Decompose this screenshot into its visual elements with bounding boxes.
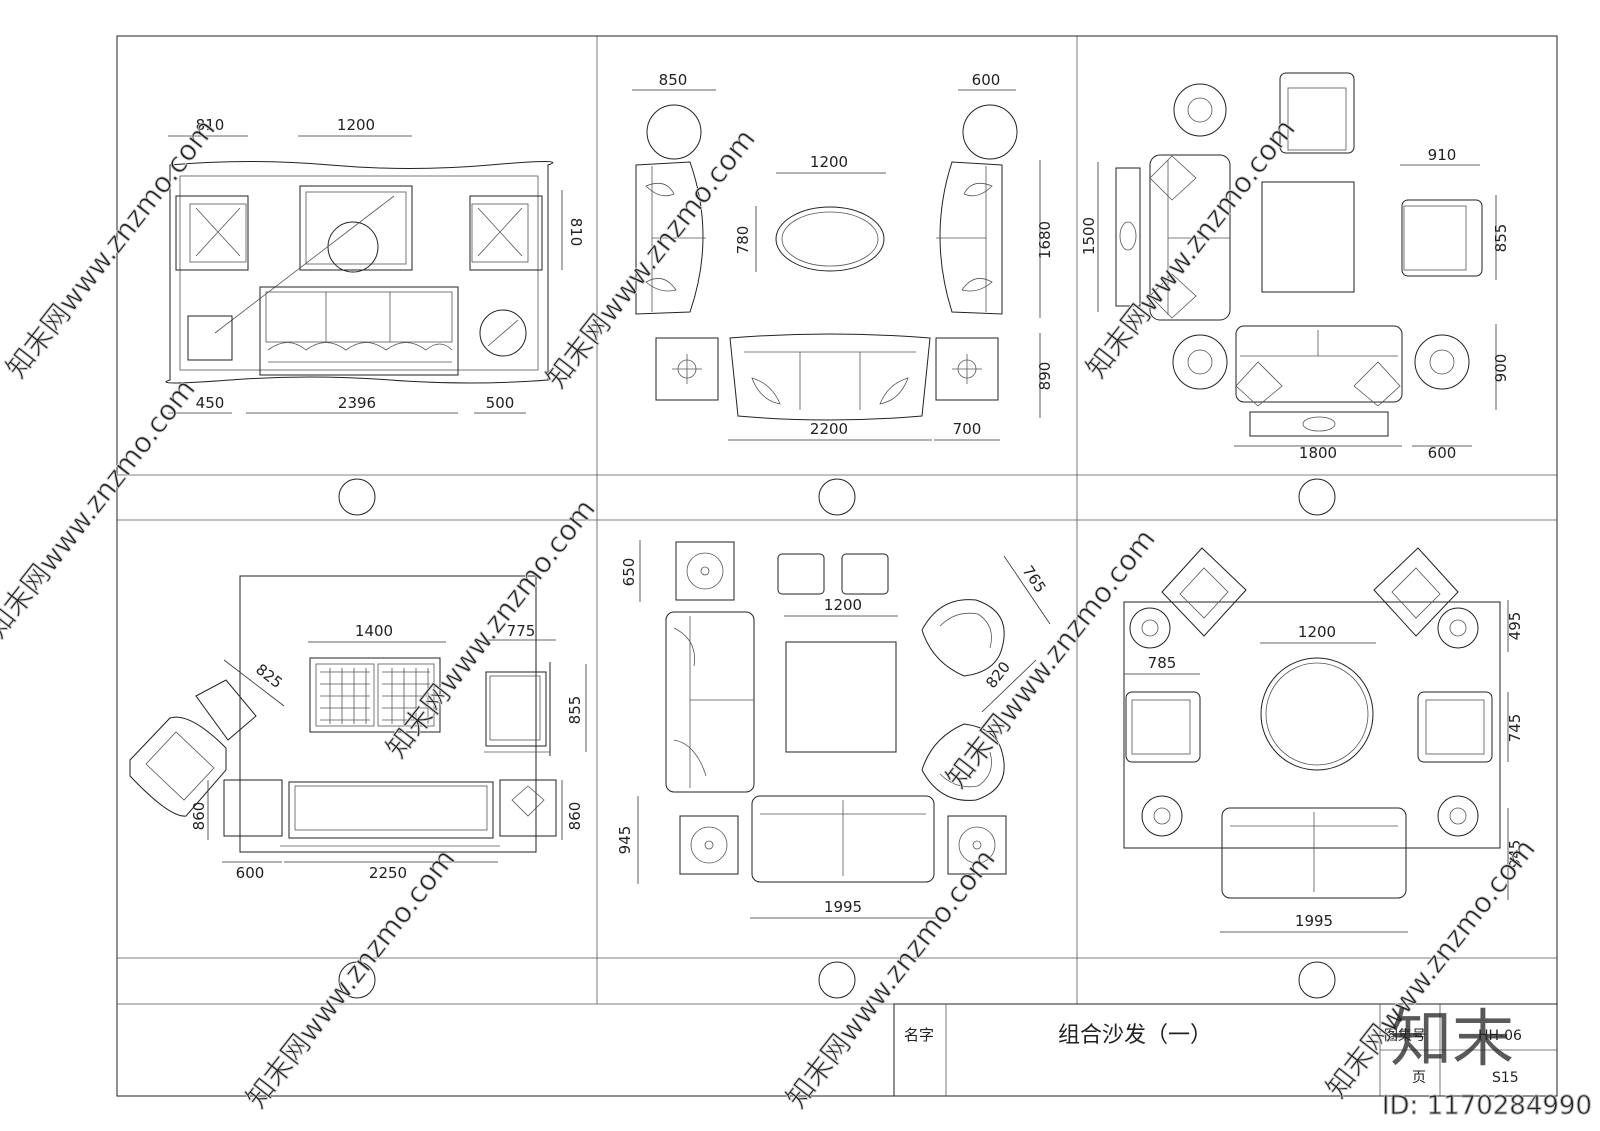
dim-label: 1200: [824, 596, 862, 614]
dim-label: 600: [1428, 444, 1457, 462]
dim-label: 1680: [1036, 221, 1054, 259]
dim-label: 765: [1019, 562, 1050, 596]
dim-label: 2250: [369, 864, 407, 882]
dim-label: 780: [734, 226, 752, 255]
dim-label: 825: [252, 660, 286, 692]
dim-label: 600: [972, 71, 1001, 89]
panel-3-plan: [1097, 72, 1497, 447]
watermark-text: 知末网www.znzmo.com: [780, 843, 1002, 1115]
panel-2-plan: [632, 89, 1041, 441]
dim-label: 1995: [1295, 912, 1333, 930]
panel-1-plan: [165, 135, 563, 414]
watermark-logo: 知末: [1390, 1002, 1514, 1075]
dim-label: 2396: [338, 394, 376, 412]
dim-label: 495: [1506, 612, 1524, 641]
sheet-title: 组合沙发（一）: [1058, 1023, 1212, 1048]
watermark: 知末网www.znzmo.com 知末网www.znzmo.com 知末网www…: [0, 112, 1542, 1115]
panel-6-dims: 1200 495 785 745 945 1995: [1148, 612, 1524, 930]
watermark-text: 知末网www.znzmo.com: [940, 523, 1162, 795]
dim-label: 1200: [810, 153, 848, 171]
dim-label: 850: [659, 71, 688, 89]
title-block-text: 名字 组合沙发（一） 图集号 HH-06 页 S15: [904, 1023, 1522, 1086]
dim-label: 2200: [810, 420, 848, 438]
panel-3-dims: 910 1500 855 900 1800 600: [1080, 146, 1510, 462]
dim-label: 745: [1506, 714, 1524, 743]
name-label: 名字: [904, 1026, 934, 1044]
sheet-frame: [116, 35, 1558, 1097]
dim-label: 1500: [1080, 217, 1098, 255]
dim-label: 1800: [1299, 444, 1337, 462]
dim-label: 1200: [1298, 623, 1336, 641]
panel-4-plan: [129, 575, 587, 863]
set-value: HH-06: [1478, 1028, 1522, 1044]
dim-label: 945: [616, 826, 634, 855]
dim-label: 860: [190, 802, 208, 831]
watermark-text: 知末网www.znzmo.com: [1080, 113, 1302, 385]
panel-6-plan: [1123, 547, 1509, 933]
watermark-text: 知末网www.znzmo.com: [0, 113, 222, 385]
dim-label: 855: [1492, 224, 1510, 253]
dim-label: 650: [620, 558, 638, 587]
dim-label: 785: [1148, 654, 1177, 672]
dim-label: 1400: [355, 622, 393, 640]
dim-label: 900: [1492, 354, 1510, 383]
watermark-text: 知末网www.znzmo.com: [540, 123, 762, 395]
dim-label: 500: [486, 394, 515, 412]
dim-label: 450: [196, 394, 225, 412]
dim-label: 1995: [824, 898, 862, 916]
dim-label: 855: [566, 696, 584, 725]
dim-label: 600: [236, 864, 265, 882]
watermark-id: ID: 1170284990: [1382, 1091, 1592, 1121]
dim-label: 810: [567, 218, 585, 247]
panel-2-dims: 850 600 1200 780 1680 890 2200 700: [659, 71, 1054, 438]
panel-1-dims: 810 1200 810 450 2396 500: [196, 116, 585, 412]
dim-label: 945: [1506, 840, 1524, 869]
page-value: S15: [1492, 1070, 1519, 1086]
dim-label: 810: [196, 116, 225, 134]
dim-label: 860: [566, 802, 584, 831]
dim-label: 910: [1428, 146, 1457, 164]
set-label: 图集号: [1384, 1027, 1426, 1044]
dim-label: 700: [953, 420, 982, 438]
watermark-text: 知末网www.znzmo.com: [240, 843, 462, 1115]
panel-5-plan: [637, 540, 1051, 919]
watermark-text: 知末网www.znzmo.com: [0, 373, 202, 645]
page-label: 页: [1412, 1070, 1426, 1086]
dim-label: 1200: [337, 116, 375, 134]
title-block: [893, 1003, 1558, 1097]
dim-label: 890: [1036, 362, 1054, 391]
index-circles: [338, 478, 1336, 999]
dim-label: 775: [507, 622, 536, 640]
